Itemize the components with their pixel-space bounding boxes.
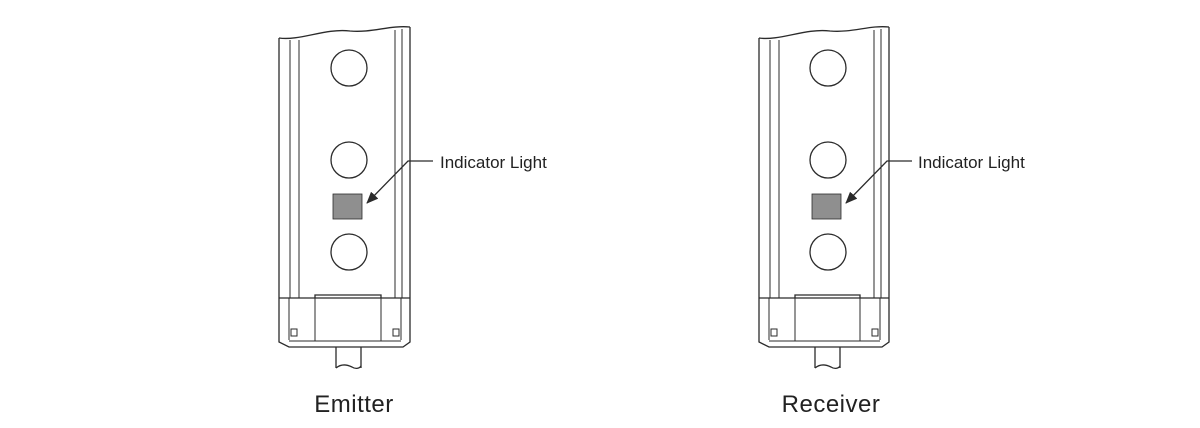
emitter-hole-middle — [330, 141, 368, 179]
emitter-callout-arrow — [366, 160, 433, 204]
emitter-end-cap — [279, 294, 410, 342]
receiver-unit: Indicator Light Receiver — [758, 26, 1025, 418]
receiver-indicator-light — [811, 193, 842, 220]
emitter-hole-top — [330, 49, 368, 87]
emitter-body-outline — [278, 27, 411, 348]
receiver-hole-middle — [809, 141, 847, 179]
emitter-cable — [335, 347, 362, 370]
emitter-hole-bottom — [330, 233, 368, 271]
receiver-hole-bottom — [809, 233, 847, 271]
receiver-cable — [814, 347, 841, 370]
receiver-callout-label: Indicator Light — [918, 153, 1025, 172]
receiver-callout-arrow — [845, 160, 912, 204]
emitter-break-line — [278, 26, 411, 40]
emitter-callout-label: Indicator Light — [440, 153, 547, 172]
receiver-hole-top — [809, 49, 847, 87]
receiver-body-outline — [758, 27, 890, 348]
emitter-unit: Indicator Light Emitter — [278, 26, 547, 418]
emitter-title: Emitter — [314, 391, 394, 418]
receiver-title: Receiver — [782, 391, 881, 418]
receiver-break-line — [758, 26, 890, 40]
receiver-end-cap — [759, 294, 889, 342]
emitter-indicator-light — [332, 193, 363, 220]
